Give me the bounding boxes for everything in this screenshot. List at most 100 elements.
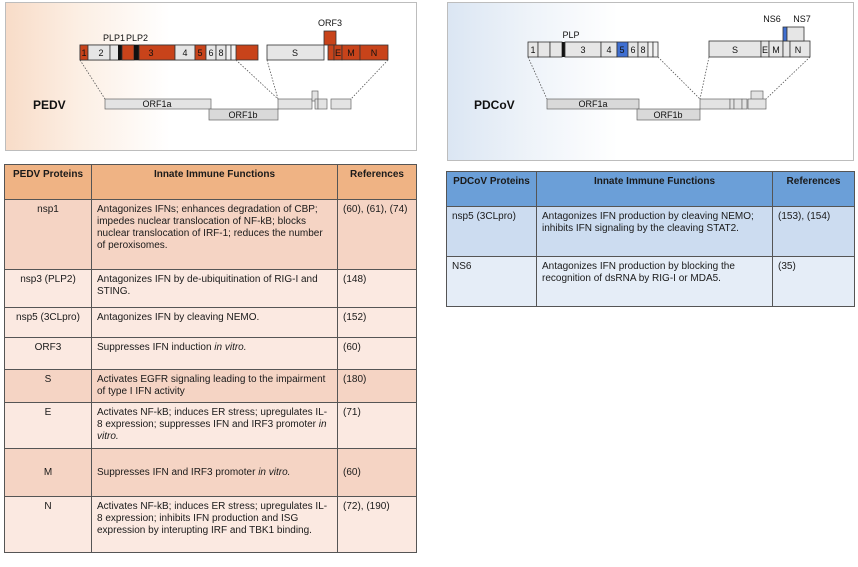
pedv-gene-n-label: N bbox=[371, 48, 378, 58]
refs-cell: (153), (154) bbox=[772, 206, 855, 257]
pdcov-gene-2 bbox=[549, 41, 563, 58]
pedv-n-box bbox=[330, 98, 352, 110]
refs-cell: (60) bbox=[337, 337, 417, 370]
function-cell: Antagonizes IFN production by cleaving N… bbox=[536, 206, 773, 257]
pdcov-plp-label: PLP bbox=[562, 30, 579, 40]
pdcov-genome-diagram: 1 3 4 5 6 8 PLP S E M N NS6 NS7 ORF1a OR… bbox=[447, 2, 854, 161]
pdcov-orf1a-box bbox=[546, 98, 640, 110]
header-functions: Innate Immune Functions bbox=[536, 171, 773, 207]
table-row: ORF3 Suppresses IFN induction in vitro. … bbox=[4, 337, 417, 370]
table-row: nsp1 Antagonizes IFNs; enhances degradat… bbox=[4, 199, 417, 270]
pdcov-gene-4-label: 4 bbox=[606, 45, 611, 55]
pedv-orf1a-box bbox=[104, 98, 212, 110]
function-cell: Antagonizes IFN production by blocking t… bbox=[536, 256, 773, 307]
pedv-gene-3 bbox=[138, 44, 176, 61]
protein-cell: nsp3 (PLP2) bbox=[4, 269, 92, 308]
function-cell: Antagonizes IFN by cleaving NEMO. bbox=[91, 307, 338, 338]
table-row: N Activates NF-kB; induces ER stress; up… bbox=[4, 496, 417, 553]
pdcov-gene-1 bbox=[537, 41, 551, 58]
pdcov-gene-9 bbox=[647, 41, 654, 58]
function-italic: in vitro. bbox=[97, 419, 327, 442]
pdcov-e-box bbox=[729, 98, 735, 110]
table-row: nsp5 (3CLpro) Antagonizes IFN production… bbox=[446, 206, 855, 257]
pdcov-gene-3-label: 3 bbox=[580, 45, 585, 55]
function-italic: in vitro. bbox=[214, 342, 247, 353]
pedv-gene-9 bbox=[225, 44, 232, 61]
pdcov-gene-6-label: 6 bbox=[630, 45, 635, 55]
pdcov-gene-m-label: M bbox=[772, 45, 780, 55]
pedv-gene-m-label: M bbox=[347, 48, 355, 58]
table-row: NS6 Antagonizes IFN production by blocki… bbox=[446, 256, 855, 307]
table-row: E Activates NF-kB; induces ER stress; up… bbox=[4, 402, 417, 449]
pedv-gene-e-label: E bbox=[335, 48, 341, 58]
pdcov-gene-e-label: E bbox=[762, 45, 768, 55]
function-cell: Suppresses IFN induction in vitro. bbox=[91, 337, 338, 370]
protein-cell: M bbox=[4, 448, 92, 497]
function-text: Suppresses IFN and IRF3 promoter bbox=[97, 466, 259, 478]
pdcov-gene-ns6 bbox=[782, 26, 788, 42]
pdcov-guide-line-4 bbox=[765, 56, 811, 100]
pedv-s-box bbox=[277, 98, 313, 110]
pedv-genome-svg: 1 2 3 4 5 6 8 PLP1 PLP2 S E M N ORF3 ORF… bbox=[33, 18, 389, 121]
pedv-m-box bbox=[317, 98, 328, 110]
pdcov-gene-1-label: 1 bbox=[530, 45, 535, 55]
pedv-gene-1-label: 1 bbox=[81, 48, 86, 58]
pedv-gene-4-label: 4 bbox=[182, 48, 187, 58]
refs-cell: (60), (61), (74) bbox=[337, 199, 417, 270]
pdcov-gene-n-label: N bbox=[795, 45, 802, 55]
refs-cell: (35) bbox=[772, 256, 855, 307]
refs-cell: (71) bbox=[337, 402, 417, 449]
pdcov-orf1b-label: ORF1b bbox=[653, 110, 682, 120]
pedv-virus-label: PEDV bbox=[33, 98, 66, 112]
pedv-gene-s-label: S bbox=[292, 48, 298, 58]
pedv-orf1b-box bbox=[208, 108, 279, 121]
pedv-gene-3-label: 3 bbox=[148, 48, 153, 58]
function-cell: Activates NF-kB; induces ER stress; upre… bbox=[91, 402, 338, 449]
pdcov-virus-label: PDCoV bbox=[474, 98, 515, 112]
protein-cell: E bbox=[4, 402, 92, 449]
pedv-gene-2-label: 2 bbox=[98, 48, 103, 58]
function-italic: in vitro. bbox=[258, 466, 291, 478]
pdcov-proteins-table: PDCoV Proteins Innate Immune Functions R… bbox=[446, 171, 855, 307]
pedv-genome-diagram: 1 2 3 4 5 6 8 PLP1 PLP2 S E M N ORF3 ORF… bbox=[5, 2, 417, 151]
header-references: References bbox=[337, 164, 417, 200]
refs-cell: (152) bbox=[337, 307, 417, 338]
pedv-orf3-label: ORF3 bbox=[318, 18, 342, 28]
pedv-e-box bbox=[314, 98, 319, 110]
pdcov-gene-10 bbox=[652, 41, 659, 58]
pdcov-guide-line-2 bbox=[657, 56, 701, 100]
pdcov-orf1b-box bbox=[636, 108, 701, 121]
pdcov-gene-5-label: 5 bbox=[619, 45, 624, 55]
function-text: Activates EGFR signaling leading to the … bbox=[97, 374, 326, 397]
table-row: nsp3 (PLP2) Antagonizes IFN by de-ubiqui… bbox=[4, 269, 417, 308]
header-proteins: PDCoV Proteins bbox=[446, 171, 537, 207]
function-cell: Activates EGFR signaling leading to the … bbox=[91, 369, 338, 403]
refs-cell: (148) bbox=[337, 269, 417, 308]
pdcov-m-box bbox=[733, 98, 743, 110]
pedv-plp1-mark bbox=[118, 45, 122, 60]
refs-cell: (60) bbox=[337, 448, 417, 497]
pdcov-gene-s-label: S bbox=[732, 45, 738, 55]
pedv-plp1-label: PLP1 bbox=[103, 33, 125, 43]
table-row: nsp5 (3CLpro) Antagonizes IFN by cleavin… bbox=[4, 307, 417, 338]
header-references: References bbox=[772, 171, 855, 207]
pedv-plp2-label: PLP2 bbox=[126, 33, 148, 43]
pedv-gene-10 bbox=[230, 44, 237, 61]
pdcov-gene-ns7 bbox=[786, 26, 805, 42]
header-functions: Innate Immune Functions bbox=[91, 164, 338, 200]
pedv-guide-line-4 bbox=[350, 59, 389, 100]
protein-cell: nsp5 (3CLpro) bbox=[446, 206, 537, 257]
pedv-gene-e-left bbox=[327, 44, 335, 61]
table-row: S Activates EGFR signaling leading to th… bbox=[4, 369, 417, 403]
pdcov-genome-svg: 1 3 4 5 6 8 PLP S E M N NS6 NS7 ORF1a OR… bbox=[474, 14, 811, 121]
refs-cell: (72), (190) bbox=[337, 496, 417, 553]
pdcov-guide-line-1 bbox=[527, 56, 548, 100]
pdcov-ns6-box bbox=[741, 98, 748, 110]
protein-cell: NS6 bbox=[446, 256, 537, 307]
function-text: Antagonizes IFN by cleaving NEMO. bbox=[97, 312, 260, 323]
pedv-proteins-table: PEDV Proteins Innate Immune Functions Re… bbox=[4, 164, 417, 553]
pdcov-ns6-label: NS6 bbox=[763, 14, 781, 24]
protein-cell: nsp5 (3CLpro) bbox=[4, 307, 92, 338]
pdcov-n-box bbox=[747, 98, 767, 110]
table-row: M Suppresses IFN and IRF3 promoter in vi… bbox=[4, 448, 417, 497]
